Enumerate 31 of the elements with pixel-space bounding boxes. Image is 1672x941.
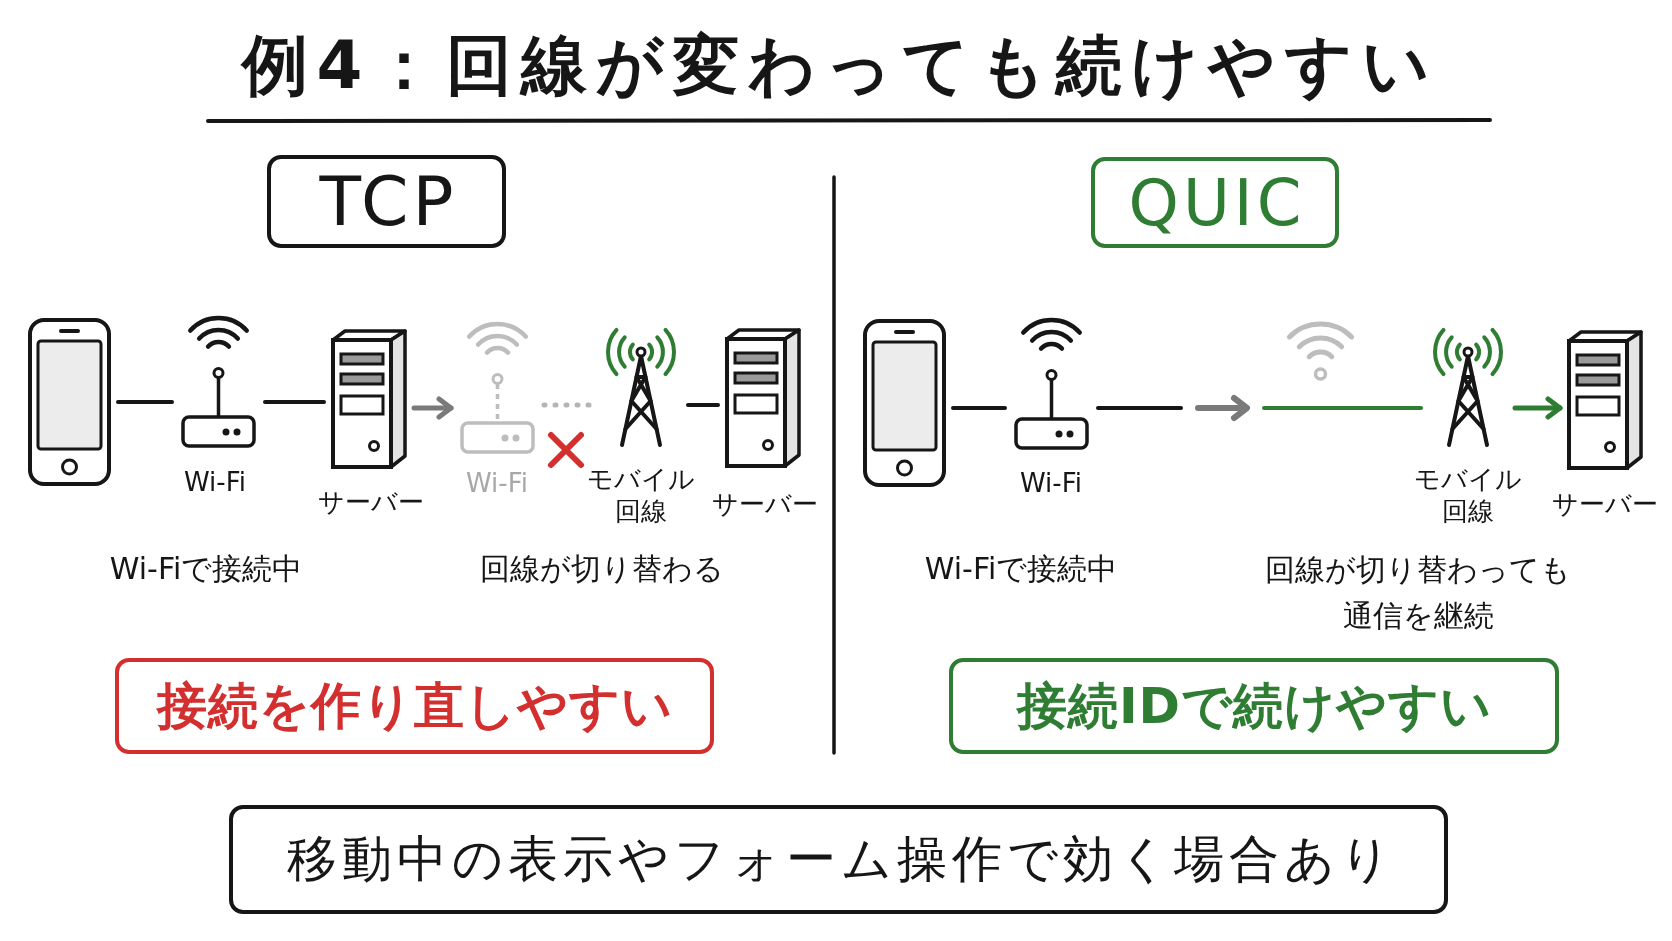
note-box: 移動中の表示やフォーム操作で効く場合あり (229, 805, 1448, 914)
device-label: Wi-Fi (466, 468, 528, 500)
caption: Wi-Fiで接続中 (924, 551, 1118, 587)
connector-line (1262, 406, 1423, 410)
connector-line (263, 400, 326, 404)
caption: 回線が切り替わっても通信を継続 (1264, 551, 1572, 635)
arrow (1512, 396, 1563, 420)
connector-line (686, 403, 720, 407)
result-box: 接続を作り直しやすい (115, 658, 714, 754)
heading-box: QUIC (1091, 157, 1339, 248)
connector-line (951, 406, 1007, 410)
arrow (411, 396, 454, 420)
caption: 回線が切り替わる (480, 551, 724, 587)
smartphone-icon (27, 317, 112, 487)
connector-line (116, 400, 174, 404)
title: 例4：回線が変わっても続けやすい (239, 26, 1440, 106)
smartphone-icon (862, 318, 947, 488)
server-icon (330, 328, 408, 470)
server-icon (1566, 329, 1644, 471)
device-label: Wi-Fi (1020, 468, 1082, 500)
device-label: モバイル回線 (1414, 463, 1522, 527)
device-label: サーバー (1552, 489, 1658, 521)
device-label: サーバー (712, 489, 818, 521)
server-icon (724, 327, 802, 469)
caption: Wi-Fiで接続中 (109, 551, 303, 587)
result-box: 接続IDで続けやすい (949, 658, 1559, 754)
device-label: モバイル回線 (587, 463, 695, 527)
device-label: Wi-Fi (184, 467, 246, 499)
connector-line (1096, 406, 1183, 410)
heading-box: TCP (267, 155, 506, 248)
device-label: サーバー (318, 487, 424, 519)
